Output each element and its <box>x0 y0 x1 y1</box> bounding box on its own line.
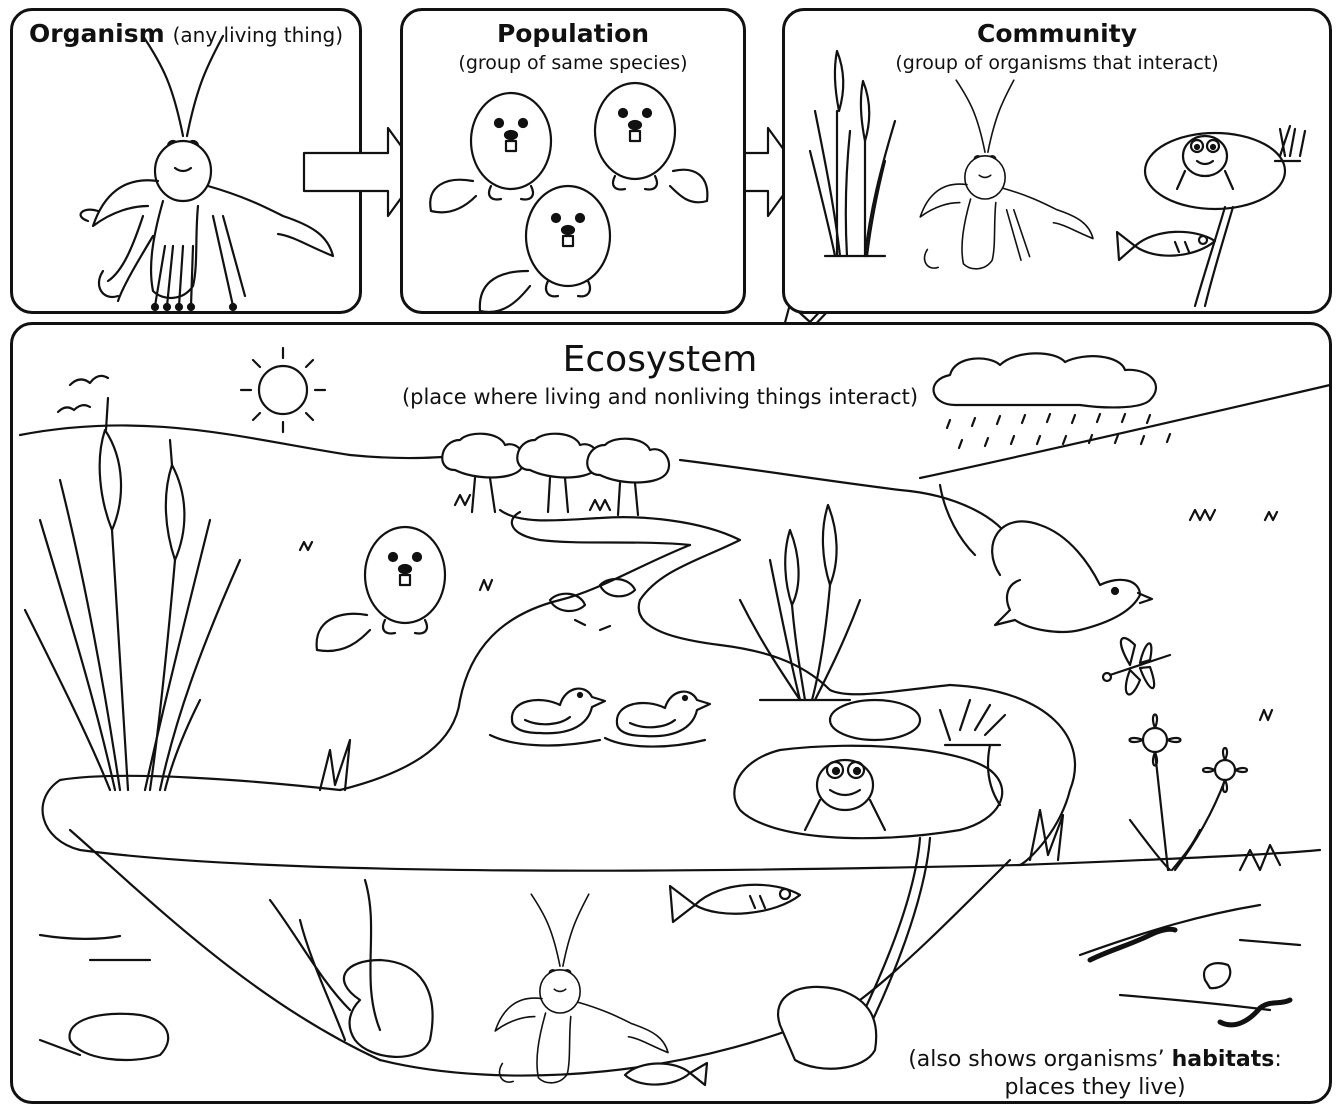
bird-icon <box>70 376 108 385</box>
habitat-note-line2: places they live) <box>1004 1075 1185 1100</box>
flower-icon <box>1130 715 1248 871</box>
cattail-plant-middle <box>740 505 860 700</box>
stone-icon <box>1204 963 1230 988</box>
stone-icon <box>70 1014 169 1060</box>
ecosystem-title: Ecosystem <box>380 340 940 380</box>
stone-icon <box>344 960 433 1057</box>
worm-icon <box>1090 929 1175 960</box>
habitat-note-bold: habitats <box>1172 1047 1275 1072</box>
habitat-note-prefix: (also shows organisms’ <box>908 1047 1171 1072</box>
duck-icon <box>605 692 710 747</box>
beaver-icon <box>317 527 445 651</box>
sun-icon <box>241 348 325 432</box>
lily-pad-with-frog <box>734 700 1005 1042</box>
tree-group <box>442 434 669 515</box>
fish-icon <box>670 885 800 922</box>
ecosystem-subtitle: (place where living and nonliving things… <box>340 384 980 410</box>
dragonfly-icon <box>1103 638 1170 695</box>
worm-icon <box>1220 1000 1290 1025</box>
habitat-note-suffix: : <box>1274 1047 1281 1072</box>
bird-icon <box>58 405 90 412</box>
cattail-plant-large <box>25 398 240 790</box>
crayfish-icon <box>495 894 668 1083</box>
bird-flying-icon <box>940 485 1152 632</box>
duck-icon <box>490 689 605 746</box>
habitat-note: (also shows organisms’ habitats: places … <box>860 1046 1330 1102</box>
fish-icon <box>625 1063 707 1085</box>
